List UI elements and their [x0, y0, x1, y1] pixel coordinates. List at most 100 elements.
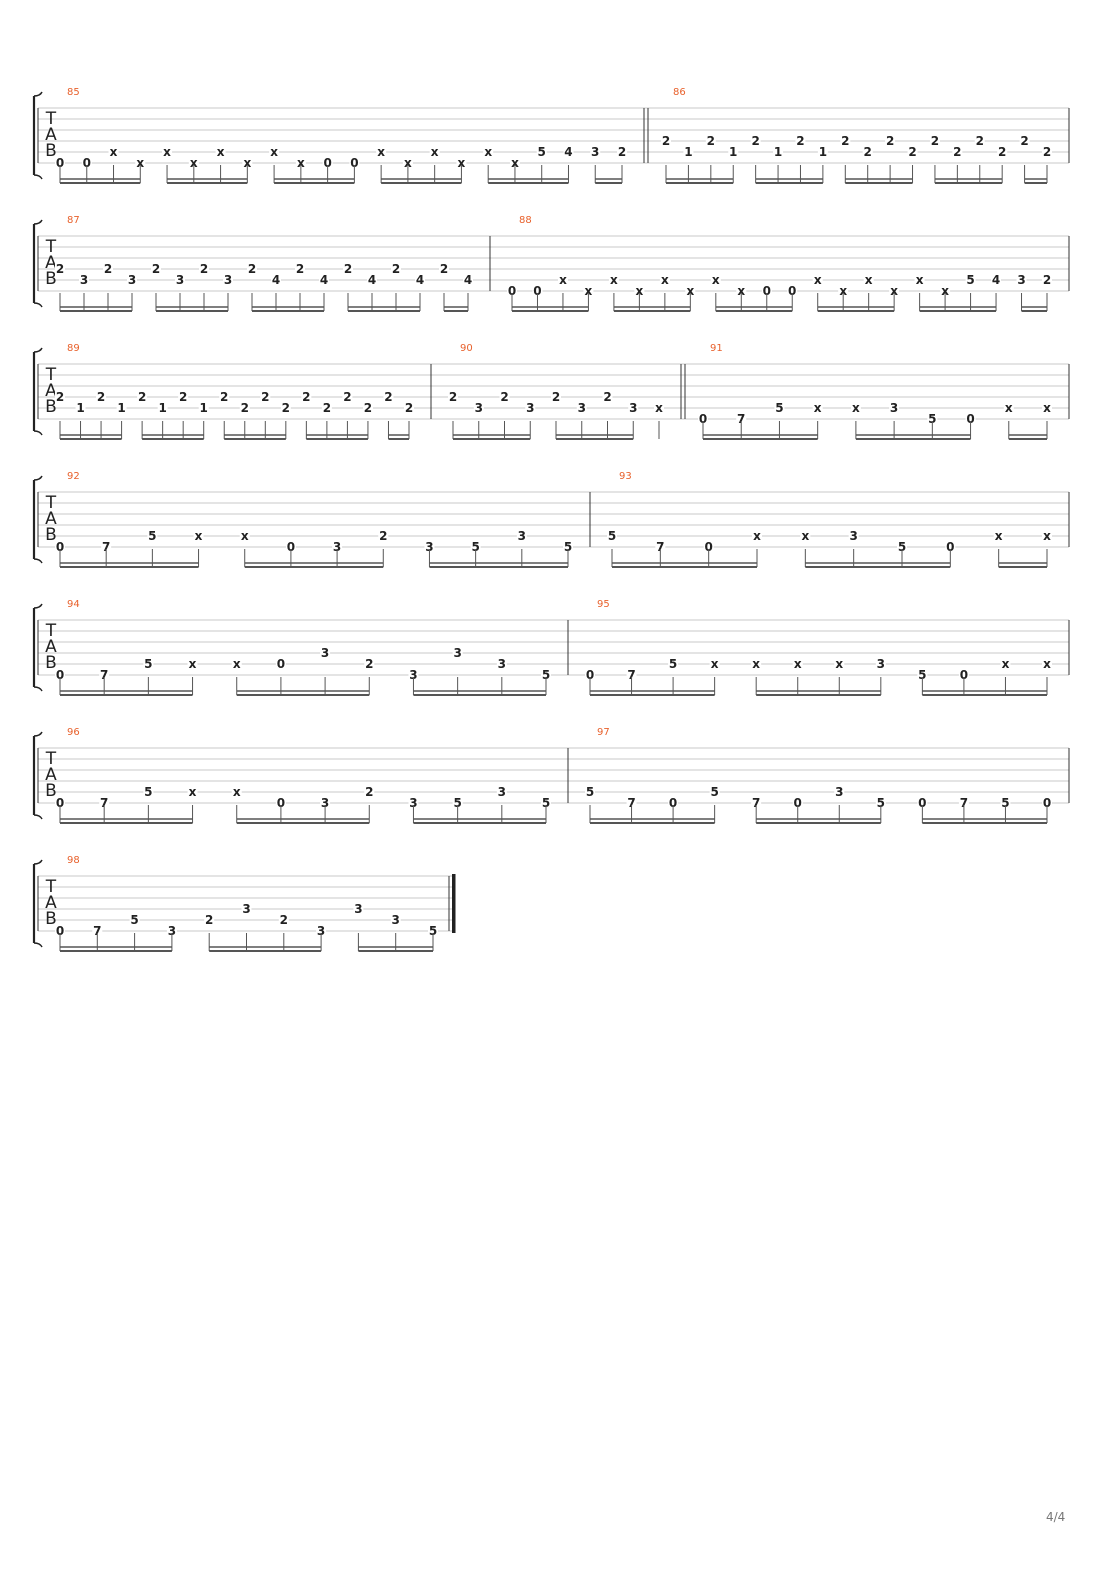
fret-number: 2 [56, 262, 64, 276]
bracket-bottom-hook [33, 814, 43, 820]
fret-bg [551, 392, 561, 404]
fret-number: 2 [886, 134, 894, 148]
fret-bg [362, 403, 373, 415]
fret-bg [215, 147, 226, 159]
bracket-bottom-hook [33, 942, 43, 948]
fret-bg [875, 798, 886, 810]
fret-number: x [559, 273, 567, 287]
fret-number: 5 [471, 540, 479, 554]
fret-number: 7 [960, 796, 968, 810]
fret-number: 7 [100, 796, 108, 810]
fret-bg [390, 915, 401, 927]
fret-bg [557, 275, 568, 287]
fret-number: 2 [379, 529, 387, 543]
fret-bg [541, 670, 551, 682]
fret-bg [1016, 275, 1027, 287]
fret-bg [231, 659, 242, 671]
fret-number: x [1002, 657, 1010, 671]
fret-number: 0 [704, 540, 712, 554]
fret-number: 3 [890, 401, 898, 415]
fret-bg [965, 414, 976, 426]
fret-number: 2 [953, 145, 961, 159]
fret-number: x [941, 284, 949, 298]
fret-number: 1 [684, 145, 692, 159]
fret-number: x [136, 156, 144, 170]
fret-bg [848, 531, 859, 543]
fret-bg [79, 275, 89, 287]
fret-number: x [839, 284, 847, 298]
measure-number: 86 [673, 87, 686, 98]
fret-bg [199, 264, 209, 276]
measure-number: 88 [519, 215, 532, 226]
fret-number: x [431, 145, 439, 159]
fret-bg [483, 147, 494, 159]
fret-bg [162, 147, 173, 159]
fret-bg [661, 136, 671, 148]
fret-number: 2 [248, 262, 256, 276]
fret-number: 5 [453, 796, 461, 810]
fret-bg [812, 275, 823, 287]
fret-bg [219, 392, 230, 404]
fret-number: 2 [603, 390, 611, 404]
fret-bg [343, 264, 353, 276]
fret-number: x [794, 657, 802, 671]
fret-bg [408, 798, 419, 810]
fret-bg [728, 147, 739, 159]
tab-clef-letter: T [45, 621, 57, 641]
fret-number: 2 [343, 390, 351, 404]
fret-bg [367, 275, 377, 287]
measure-number: 92 [67, 471, 80, 482]
fret-bg [242, 158, 253, 170]
fret-bg [81, 158, 92, 170]
fret-number: x [1005, 401, 1013, 415]
fret-number: 7 [100, 668, 108, 682]
fret-number: 3 [317, 924, 325, 938]
fret-number: 3 [321, 646, 329, 660]
fret-bg [92, 926, 103, 938]
fret-bg [685, 286, 696, 298]
fret-bg [889, 286, 900, 298]
fret-number: x [217, 145, 225, 159]
fret-number: 1 [158, 401, 166, 415]
fret-number: 2 [365, 785, 373, 799]
fret-number: 0 [56, 540, 64, 554]
fret-bg [376, 147, 387, 159]
fret-number: 7 [656, 540, 664, 554]
tab-clef-letter: A [45, 637, 57, 657]
fret-number: 5 [148, 529, 156, 543]
fret-number: 3 [128, 273, 136, 287]
tab-clef-letter: B [45, 525, 57, 545]
fret-bg [1003, 403, 1014, 415]
fret-bg [319, 275, 329, 287]
bracket-top-hook [33, 859, 43, 865]
bracket-top-hook [33, 475, 43, 481]
fret-bg [668, 798, 679, 810]
fret-number: 2 [976, 134, 984, 148]
fret-number: 5 [898, 540, 906, 554]
fret-number: 3 [591, 145, 599, 159]
fret-number: 3 [333, 540, 341, 554]
measure-number: 95 [597, 599, 610, 610]
fret-bg [448, 392, 458, 404]
fret-bg [532, 286, 543, 298]
fret-bg [463, 275, 473, 287]
fret-number: 0 [323, 156, 331, 170]
fret-number: x [233, 657, 241, 671]
fret-number: 3 [475, 401, 483, 415]
fret-number: 2 [707, 134, 715, 148]
fret-bg [698, 414, 708, 426]
measure-number: 97 [597, 727, 610, 738]
fret-bg [602, 392, 613, 404]
fret-number: 2 [138, 390, 146, 404]
fret-bg [840, 136, 851, 148]
fret-number: 2 [364, 401, 372, 415]
fret-number: 5 [130, 913, 138, 927]
fret-bg [974, 136, 985, 148]
tab-clef-letter: B [45, 397, 57, 417]
fret-bg [626, 798, 637, 810]
fret-number: 2 [1020, 134, 1028, 148]
fret-bg [945, 542, 956, 554]
fret-bg [178, 392, 189, 404]
fret-bg [736, 286, 747, 298]
fret-bg [187, 787, 198, 799]
